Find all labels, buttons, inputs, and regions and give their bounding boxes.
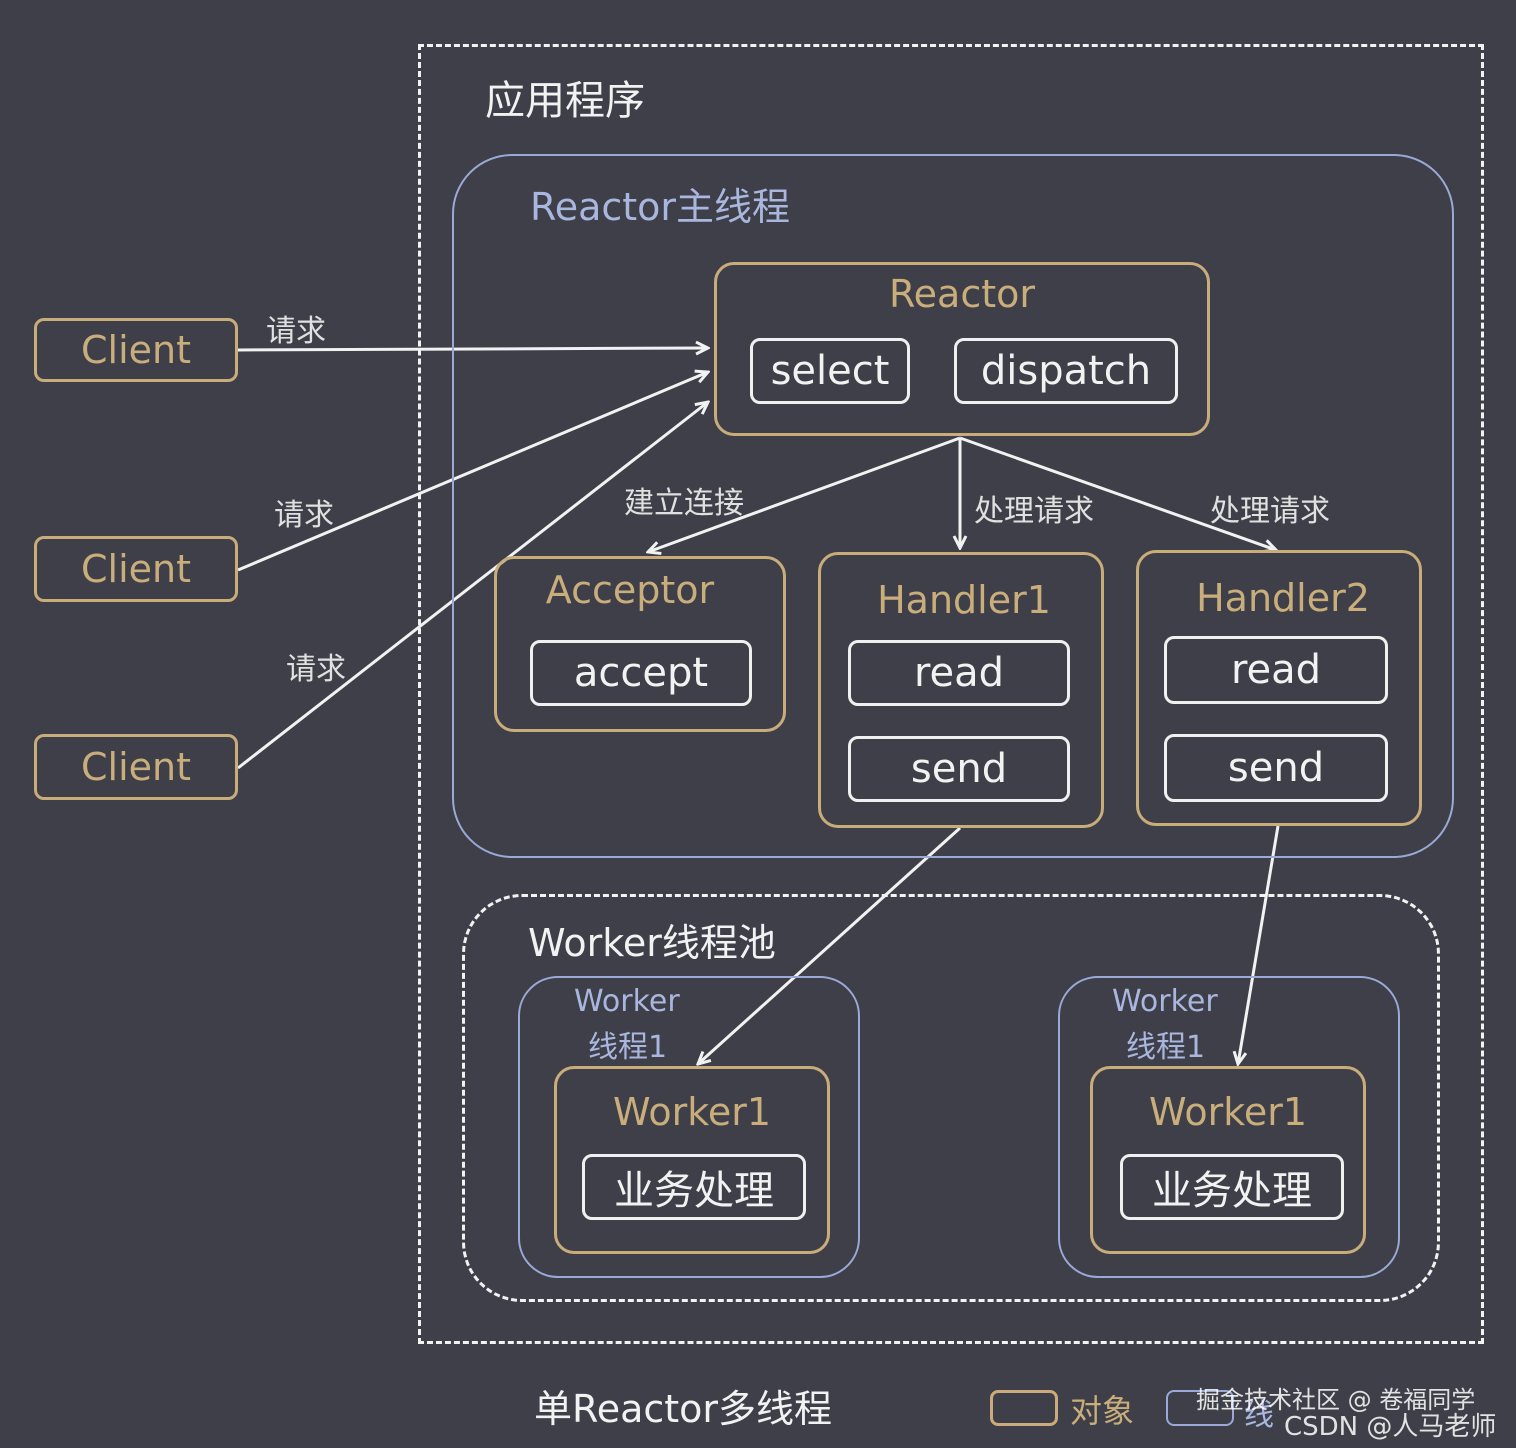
legend-thread-swatch [1166, 1390, 1234, 1426]
edge-label-establish: 建立连接 [624, 486, 744, 521]
handler1-title: Handler1 [877, 578, 1051, 622]
handler1-read-box: read [848, 640, 1070, 706]
edge-client2-reactor [237, 372, 708, 572]
edge-client1-reactor [237, 348, 708, 350]
worker1-title-a: Worker1 [612, 1090, 772, 1134]
handler2-node [1136, 550, 1422, 826]
handler1-node [818, 552, 1104, 828]
client-3-label: Client [80, 745, 191, 789]
worker-thread-1-title-line2: 线程1 [588, 1030, 668, 1065]
legend-thread-label: 线 [1244, 1398, 1274, 1433]
watermark-line1: 掘金技术社区 @ 卷福同学 [1196, 1386, 1476, 1414]
app-title: 应用程序 [485, 78, 645, 124]
handler2-title: Handler2 [1196, 576, 1370, 620]
dispatch-box: dispatch [954, 338, 1178, 404]
worker-pool-title: Worker线程池 [528, 921, 776, 965]
edge-label-request-3: 请求 [286, 652, 346, 687]
reactor-thread-title: Reactor主线程 [530, 185, 791, 229]
edge-label-process-2: 处理请求 [1210, 494, 1330, 529]
client-3 [34, 734, 238, 800]
worker-thread-1-title-line1: Worker [574, 984, 680, 1019]
watermark-line2: CSDN @人马老师 [1284, 1412, 1497, 1442]
app-boundary [418, 44, 1484, 1344]
worker1-node-a [554, 1066, 830, 1254]
select-box: select [750, 338, 910, 404]
reactor-title: Reactor [888, 272, 1036, 316]
acceptor-title: Acceptor [545, 568, 715, 612]
handler2-send-box: send [1164, 734, 1388, 802]
legend-object-label: 对象 [1070, 1392, 1135, 1430]
client-2-label: Client [80, 547, 191, 591]
client-2 [34, 536, 238, 602]
edge-handler1-worker1 [698, 826, 962, 1064]
accept-box: accept [530, 640, 752, 706]
worker-thread-1 [518, 976, 860, 1278]
worker1-node-b [1090, 1066, 1366, 1254]
business-box-a: 业务处理 [582, 1154, 806, 1220]
legend-object-swatch [990, 1390, 1058, 1426]
edge-reactor-handler2 [959, 436, 1276, 550]
worker-pool [462, 894, 1440, 1302]
edge-handler2-worker2 [1238, 825, 1280, 1064]
handler2-read-box: read [1164, 636, 1388, 704]
business-box-b: 业务处理 [1120, 1154, 1344, 1220]
reactor-thread [452, 154, 1454, 858]
worker-thread-2-title-line1: Worker [1112, 984, 1218, 1019]
client-1-label: Client [80, 328, 191, 372]
edge-reactor-acceptor [648, 436, 961, 552]
edge-label-request-1: 请求 [266, 314, 326, 349]
edge-client3-reactor [237, 402, 708, 770]
worker-thread-2-title-line2: 线程1 [1126, 1030, 1206, 1065]
handler1-send-box: send [848, 736, 1070, 802]
edge-label-request-2: 请求 [274, 498, 334, 533]
client-1 [34, 318, 238, 382]
worker1-title-b: Worker1 [1148, 1090, 1308, 1134]
diagram-caption: 单Reactor多线程 [534, 1387, 833, 1431]
reactor-node [714, 262, 1210, 436]
worker-thread-2 [1058, 976, 1400, 1278]
edge-label-process-1: 处理请求 [974, 494, 1094, 529]
acceptor-node [494, 556, 786, 732]
